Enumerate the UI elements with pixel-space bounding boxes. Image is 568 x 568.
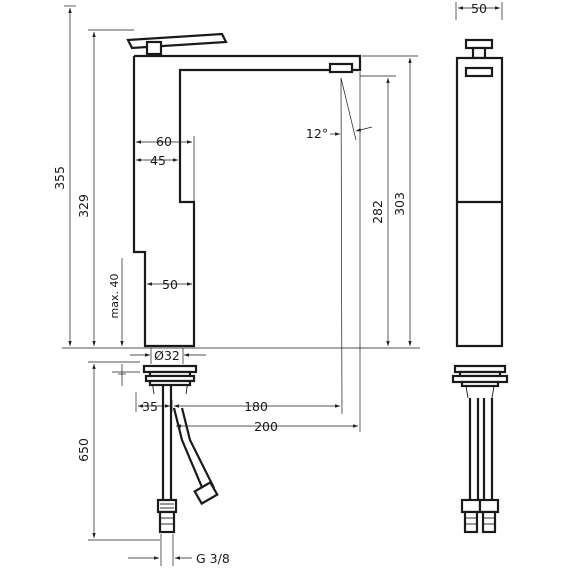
dim-650-label: 650 <box>76 438 91 462</box>
front-body <box>455 56 504 348</box>
dim-35-180: 35 180 <box>135 392 340 414</box>
dim-303: 303 <box>362 55 418 346</box>
side-view: 355 329 max. 40 60 45 <box>52 5 420 566</box>
front-mount <box>451 364 509 534</box>
dim-diameter-32-label: Ø32 <box>154 348 180 363</box>
dim-282: 282 <box>360 75 396 346</box>
dim-45-label: 45 <box>150 153 166 168</box>
dim-200: 200 <box>176 72 361 434</box>
dim-329-label: 329 <box>76 194 91 218</box>
front-handle <box>464 38 494 60</box>
dim-60: 60 <box>136 134 195 202</box>
dim-329: 329 <box>76 29 134 346</box>
dim-180-label: 180 <box>244 399 268 414</box>
dim-50-body-label: 50 <box>162 277 178 292</box>
dim-303-label: 303 <box>392 192 407 216</box>
dim-thread-label: G 3/8 <box>196 551 230 566</box>
dim-650: 650 <box>76 361 160 541</box>
dim-282-label: 282 <box>370 200 385 224</box>
dim-max-40-label: max. 40 <box>108 274 121 319</box>
dim-355: 355 <box>52 5 76 346</box>
dim-thread: G 3/8 <box>128 534 230 566</box>
dim-355-label: 355 <box>52 166 67 190</box>
dim-50-width-label: 50 <box>471 1 487 16</box>
dim-50-width: 50 <box>455 1 503 20</box>
dim-35-label: 35 <box>142 399 158 414</box>
front-view: 50 <box>451 1 509 534</box>
dim-angle-label: 12° <box>306 126 328 141</box>
dim-max-40: max. 40 <box>108 258 140 386</box>
faucet-body <box>132 54 362 348</box>
dim-diameter-32: Ø32 <box>130 348 206 364</box>
dim-200-label: 200 <box>254 419 278 434</box>
mounting-assembly <box>142 364 219 534</box>
dim-45: 45 <box>136 153 178 168</box>
dim-angle: 12° <box>306 77 373 415</box>
handle-lever <box>126 32 228 57</box>
dim-50-body: 50 <box>147 277 192 292</box>
dim-60-label: 60 <box>156 134 172 149</box>
